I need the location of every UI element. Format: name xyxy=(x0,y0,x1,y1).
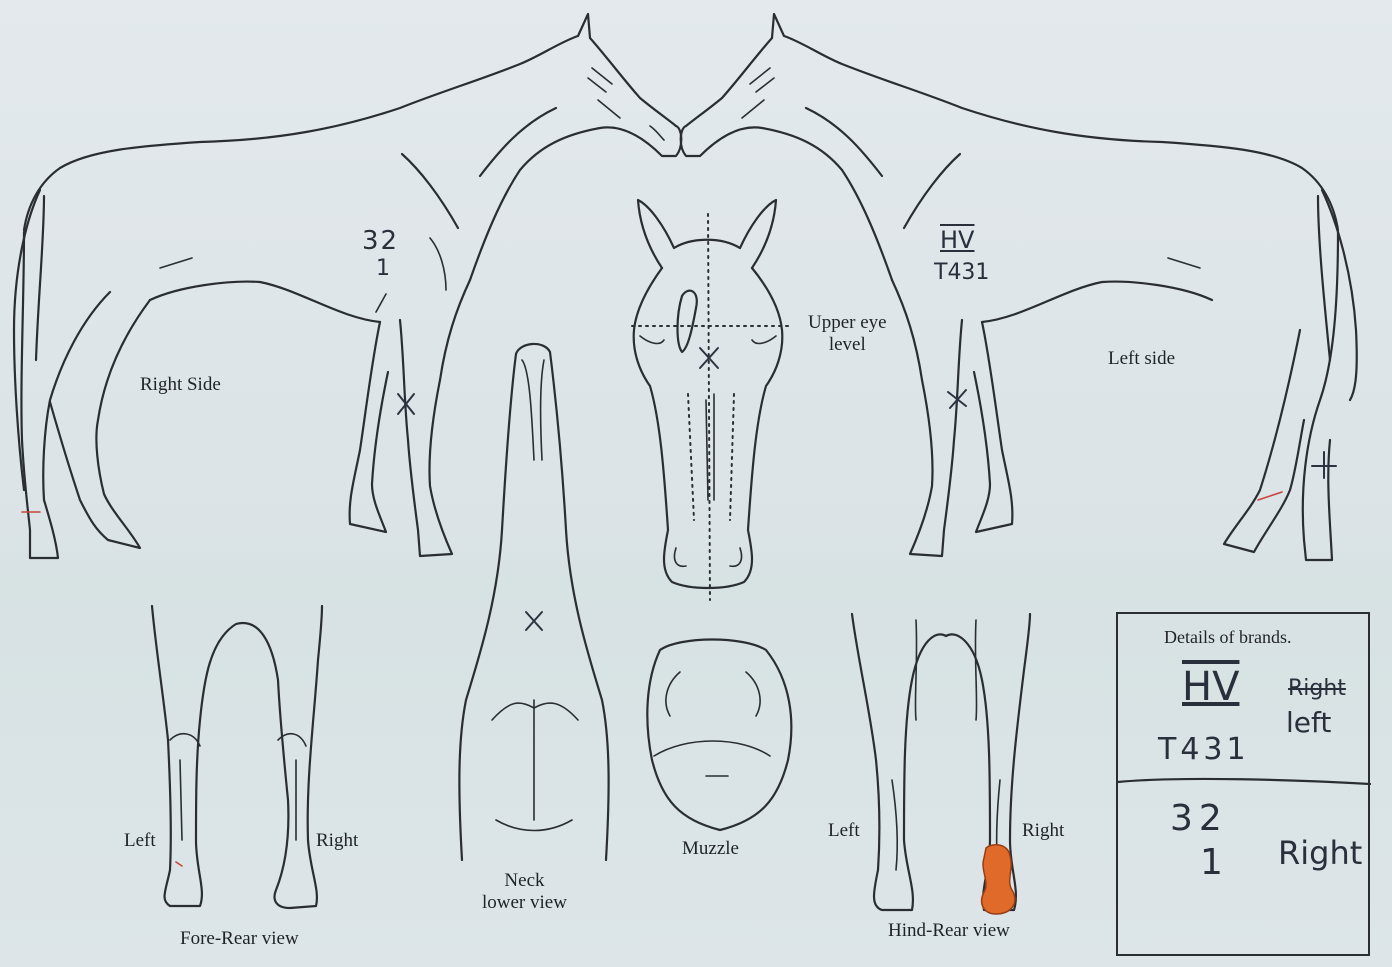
brand-entry-1-side-struck: Right xyxy=(1288,676,1346,701)
label-hind-left: Left xyxy=(828,820,860,842)
label-neck-line1: Neck xyxy=(482,870,567,892)
label-fore-right: Right xyxy=(316,830,358,852)
label-hind-right: Right xyxy=(1022,820,1064,842)
label-fore-rear-view: Fore-Rear view xyxy=(180,928,299,950)
label-muzzle: Muzzle xyxy=(682,838,739,860)
brand-entry-1-side: left xyxy=(1286,706,1331,739)
hw-right-side-brand-top: 32 xyxy=(362,226,399,256)
brand-entry-1-top: HV xyxy=(1182,664,1239,710)
hind-right-white-marking xyxy=(982,845,1015,914)
hw-right-side-brand-bottom: 1 xyxy=(376,256,390,281)
right-side-horse-outline xyxy=(14,14,681,558)
fore-left-scar-mark xyxy=(176,862,182,866)
details-of-brands-box: Details of brands. HV T431 Right left 32… xyxy=(1116,612,1370,956)
brand-entry-2-bottom: 1 xyxy=(1200,842,1223,883)
neck-lower-view xyxy=(459,344,608,860)
hw-left-side-brand-top: HV xyxy=(940,226,974,254)
label-hind-rear-view: Hind-Rear view xyxy=(888,920,1010,942)
brand-entry-2-side: Right xyxy=(1278,834,1362,872)
brands-box-title: Details of brands. xyxy=(1164,626,1291,648)
label-right-side: Right Side xyxy=(140,374,221,396)
head-front-view xyxy=(632,200,790,600)
label-neck-line2: lower view xyxy=(482,892,567,914)
label-neck-lower-view: Neck lower view xyxy=(482,870,567,914)
brand-entry-1-bottom: T431 xyxy=(1158,732,1250,767)
label-fore-left: Left xyxy=(124,830,156,852)
label-upper-eye-level: Upper eye level xyxy=(808,312,887,356)
left-side-horse-outline xyxy=(681,14,1357,560)
label-upper-eye-line2: level xyxy=(808,334,887,356)
hw-left-side-brand-bottom: T431 xyxy=(934,260,989,285)
brand-entry-2-top: 32 xyxy=(1170,798,1228,839)
label-upper-eye-line1: Upper eye xyxy=(808,312,887,334)
label-left-side: Left side xyxy=(1108,348,1175,370)
muzzle-view xyxy=(647,640,791,831)
